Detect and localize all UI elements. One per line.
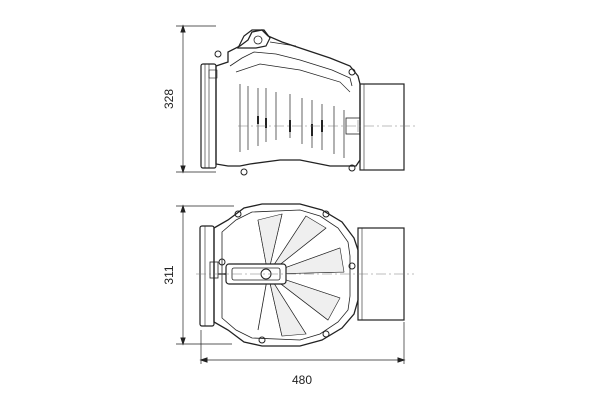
dimension-label-311: 311 xyxy=(162,265,176,284)
bolt xyxy=(322,330,330,338)
dimension-480 xyxy=(199,322,406,364)
bolt xyxy=(214,50,222,58)
inlet-flange xyxy=(200,63,217,169)
inlet-flange-top xyxy=(199,225,215,327)
bolt xyxy=(234,210,242,218)
top-view: 311 xyxy=(162,203,414,387)
bolt xyxy=(218,258,226,266)
dimension-label-328: 328 xyxy=(162,89,176,109)
internal-ribs xyxy=(239,84,345,158)
dimension-311 xyxy=(176,204,234,346)
top-handle xyxy=(237,29,271,49)
dimension-328 xyxy=(176,24,216,174)
bolt xyxy=(348,262,356,270)
bolt xyxy=(258,336,266,344)
dimension-label-480: 480 xyxy=(292,373,312,387)
bolt xyxy=(322,210,330,218)
valve-body-side xyxy=(215,29,361,167)
bolt xyxy=(348,68,356,76)
side-view: 328 xyxy=(162,24,416,176)
outlet-pipe xyxy=(359,83,405,171)
